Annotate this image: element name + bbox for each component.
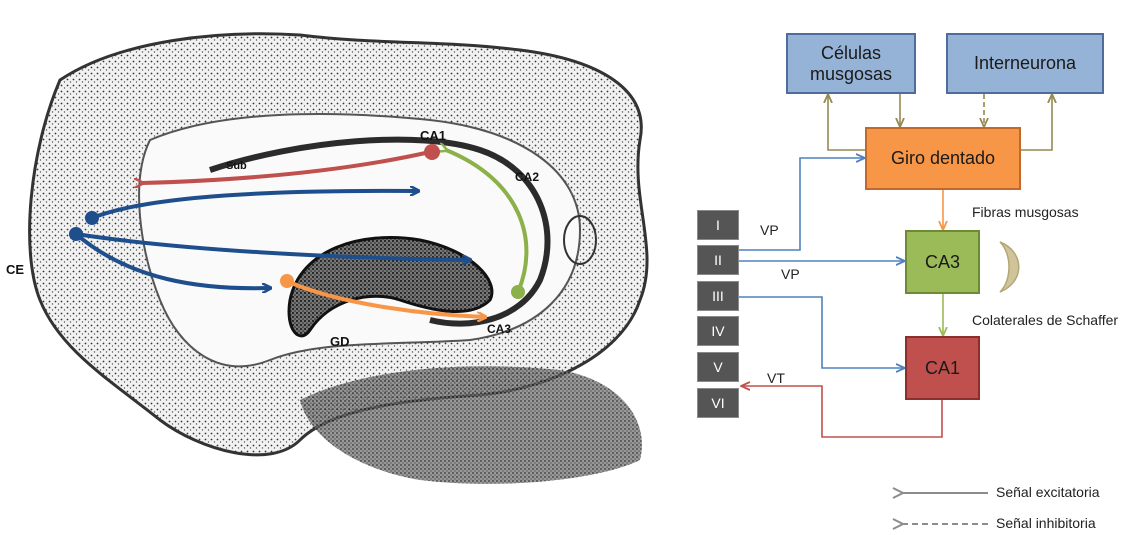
legend-inhibitory-label: Señal inhibitoria	[996, 515, 1096, 531]
layer-v: V	[697, 352, 739, 382]
layer-vi: VI	[697, 388, 739, 418]
label-vp-lower: VP	[781, 266, 800, 282]
path-to-ca1	[739, 297, 905, 368]
layer-ii: II	[697, 245, 739, 275]
label-vp-upper: VP	[760, 222, 779, 238]
label-fibras-musgosas: Fibras musgosas	[972, 204, 1079, 220]
box-interneurona: Interneurona	[946, 33, 1104, 94]
label-colaterales-schaffer: Colaterales de Schaffer	[972, 312, 1118, 328]
box-giro-dentado: Giro dentado	[865, 127, 1021, 190]
giro-to-interneurona	[1021, 94, 1052, 150]
layer-i: I	[697, 210, 739, 240]
box-ca1: CA1	[905, 336, 980, 400]
label-vt: VT	[767, 370, 785, 386]
vp-path-to-giro	[739, 158, 865, 250]
ca3-recurrent-arc	[1000, 242, 1019, 292]
layer-iii: III	[697, 281, 739, 311]
layer-iv: IV	[697, 316, 739, 346]
giro-to-celulas	[828, 94, 865, 150]
box-celulas-musgosas: Células musgosas	[786, 33, 916, 94]
box-ca3: CA3	[905, 230, 980, 294]
legend-excitatory-label: Señal excitatoria	[996, 484, 1100, 500]
